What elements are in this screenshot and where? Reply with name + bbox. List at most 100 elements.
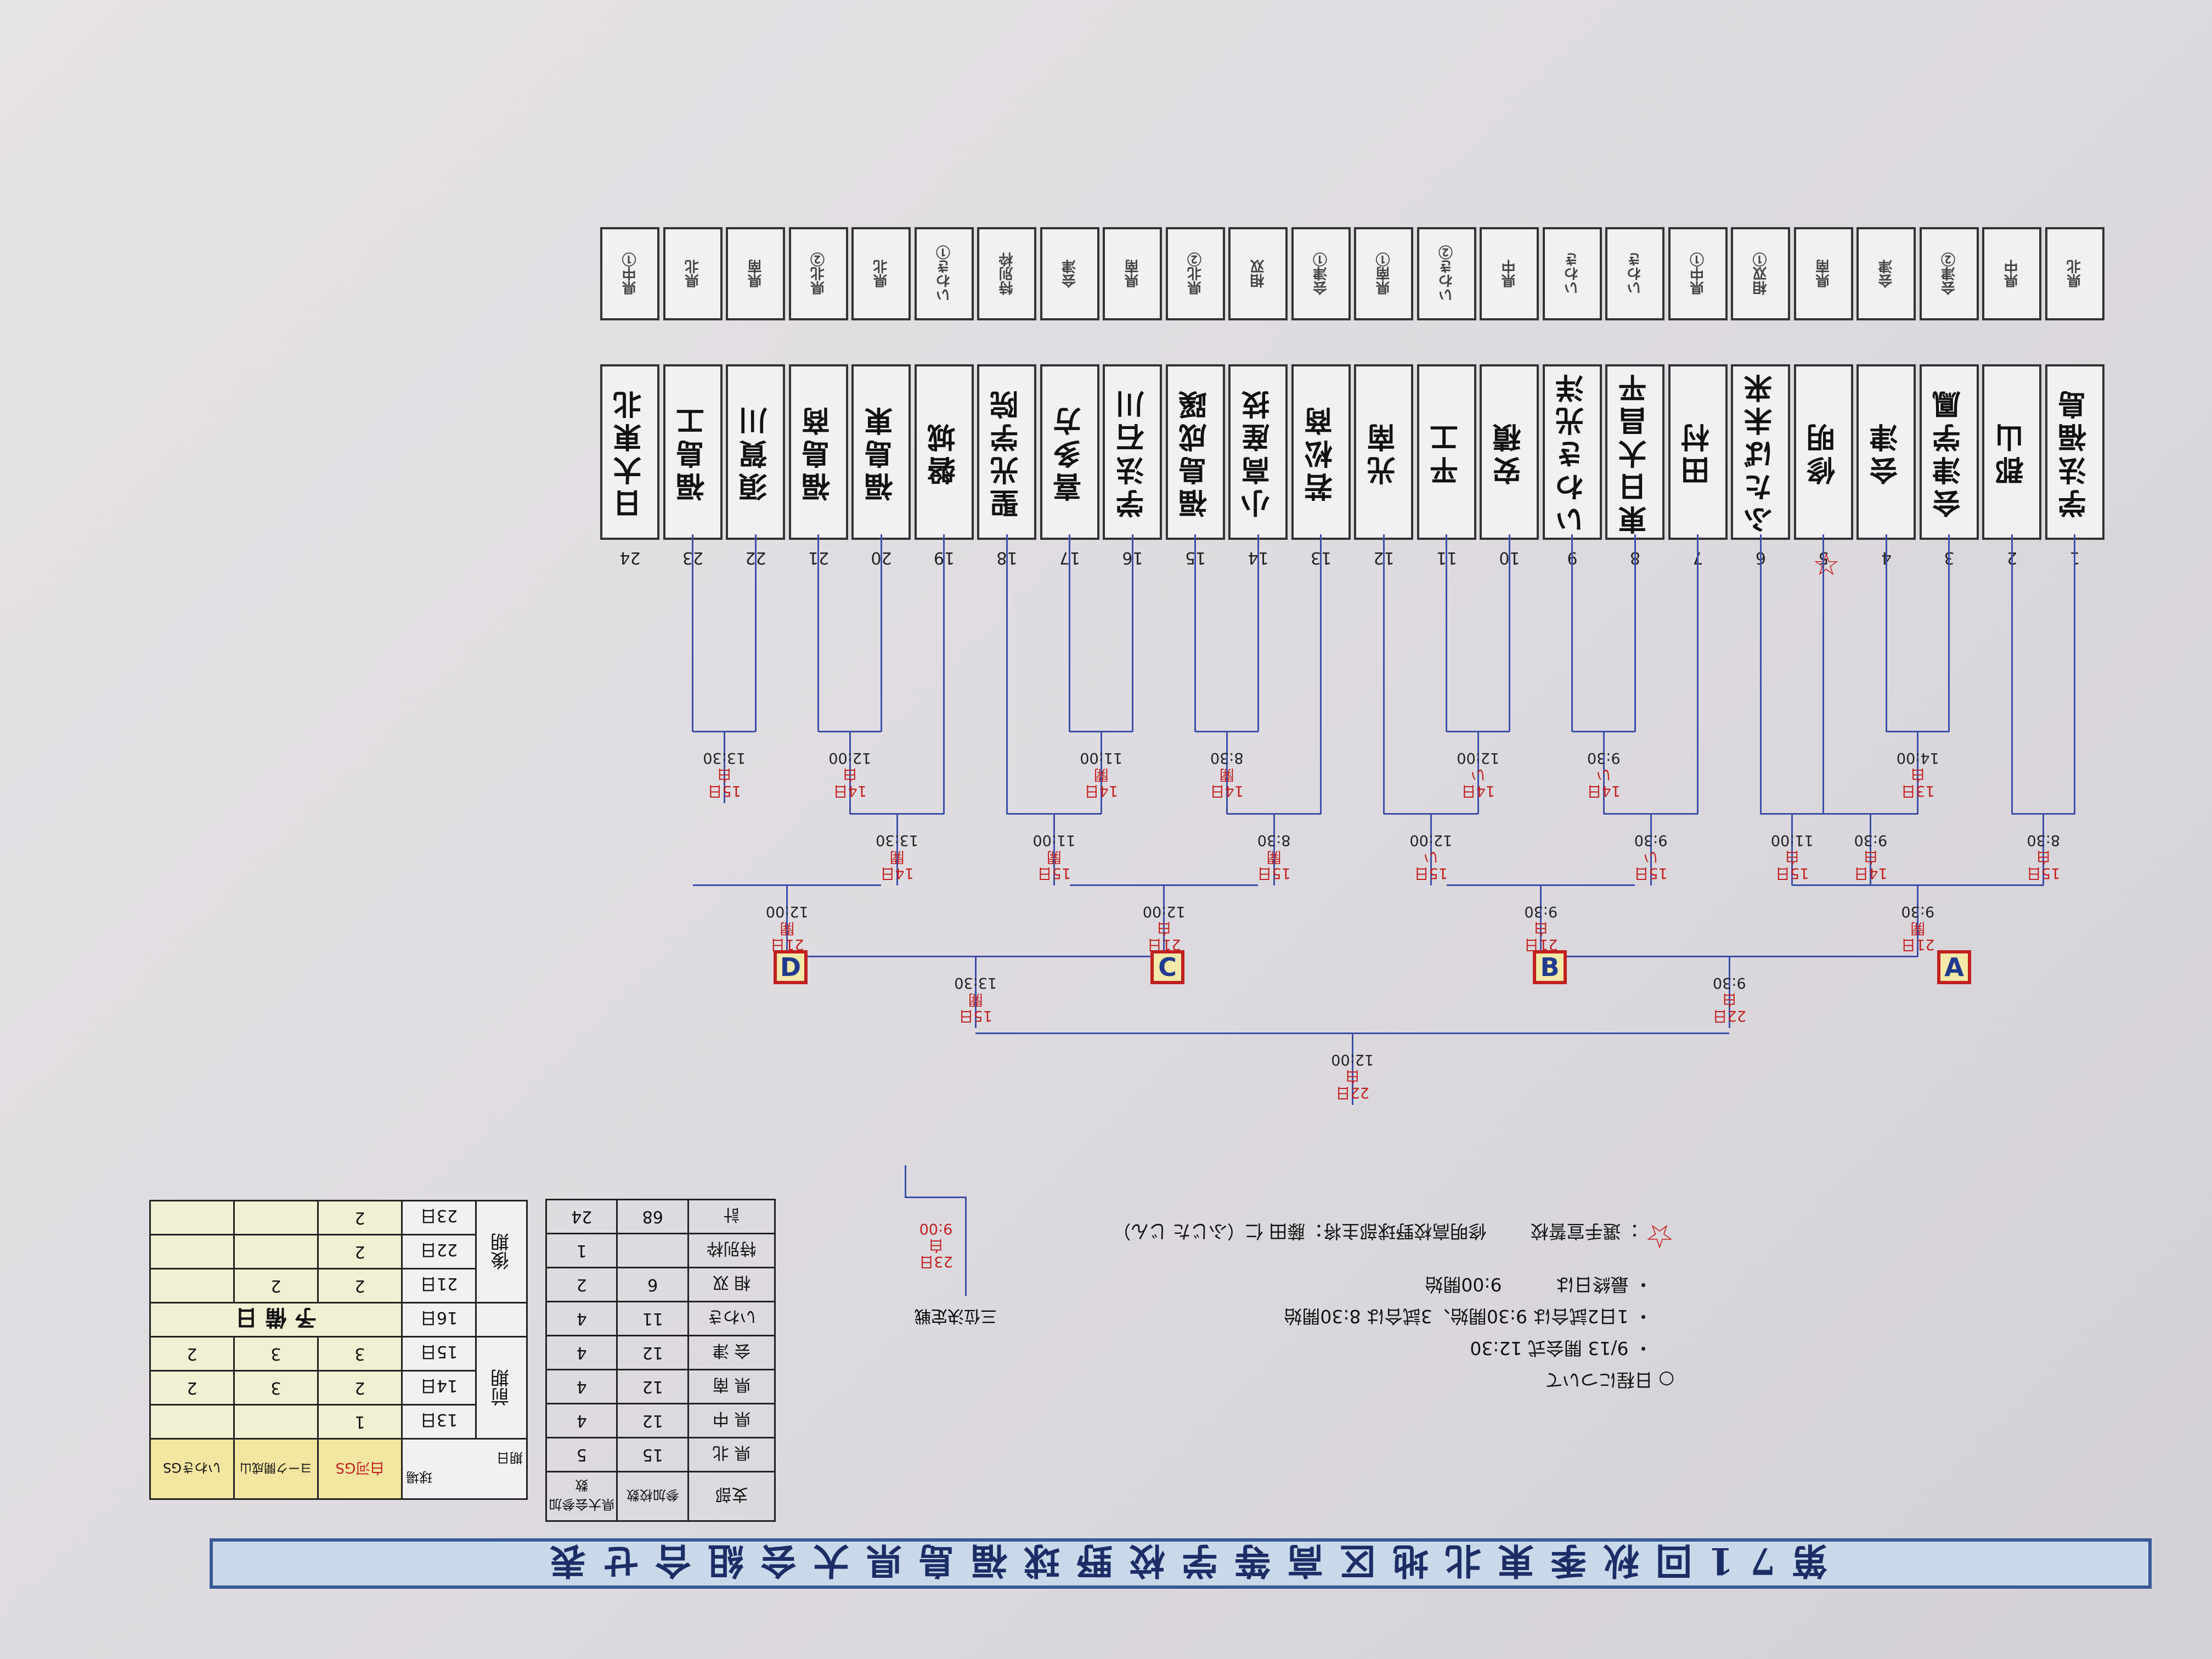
match-date: 15日 bbox=[1634, 865, 1668, 882]
third-place-label: 三位決定戦 bbox=[915, 1306, 997, 1325]
note-item: ・ 9/13 開会式 12:30 bbox=[1470, 1338, 1652, 1359]
match-venue: 開 bbox=[1910, 919, 1926, 936]
th-schools: 参加校数 bbox=[617, 1471, 689, 1521]
team-seed-cell: 県中 bbox=[1480, 227, 1539, 320]
match-time: 9:30 bbox=[1524, 903, 1558, 920]
match-venue: い bbox=[1643, 848, 1658, 865]
match-venue: 白 bbox=[1785, 848, 1800, 865]
notes-heading: ○ 日程について bbox=[1544, 1369, 1674, 1391]
team-name-cell: 若松商 bbox=[1291, 364, 1351, 540]
match-date: 15日 bbox=[1257, 865, 1291, 882]
venue-iwaki: いわきGS bbox=[150, 1438, 234, 1499]
match-venue: 開 bbox=[1046, 848, 1062, 865]
match-time: 9:30 bbox=[1854, 832, 1888, 849]
th-qualifiers: 県大会参加数 bbox=[546, 1471, 617, 1521]
corner-date: 期日 bbox=[496, 1450, 523, 1466]
team-name-cell: 安積 bbox=[1480, 364, 1539, 540]
team-seed-cell: いわき② bbox=[1417, 227, 1476, 320]
match-date: 15日 bbox=[1775, 865, 1809, 882]
match-time: 11:00 bbox=[1080, 749, 1123, 766]
team-seed-cell: いわき bbox=[1543, 227, 1602, 320]
match-venue: い bbox=[1596, 766, 1611, 783]
bracket-line bbox=[1477, 803, 1479, 814]
bracket-line bbox=[1226, 803, 1228, 814]
team-name-cell: 聖光学院 bbox=[977, 364, 1037, 540]
reserve-day: 予 備 日 bbox=[150, 1302, 402, 1337]
match-time: 13:30 bbox=[703, 749, 746, 766]
match-venue: い bbox=[1423, 848, 1438, 865]
match-venue: 白 bbox=[1910, 766, 1926, 783]
note-item: ・ 最終日は 9:00開始 bbox=[1425, 1274, 1652, 1295]
team-name-cell: 平工 bbox=[1417, 364, 1476, 540]
team-seed-cell: 相双 bbox=[1228, 227, 1288, 320]
match-date: 14日 bbox=[1854, 865, 1888, 882]
bracket-line bbox=[1571, 534, 1573, 732]
third-place: 三位決定戦 23日 白 9:00 bbox=[905, 1165, 1000, 1330]
team-name-cell: 郡山 bbox=[1982, 364, 2042, 540]
team-seed-cell: 会津① bbox=[1291, 227, 1351, 320]
bracket-line bbox=[2011, 534, 2013, 814]
bracket-line bbox=[692, 534, 694, 732]
team-seed-cell: 県南 bbox=[726, 227, 786, 320]
team-seed-cell: 相双① bbox=[1731, 227, 1791, 320]
match-time: 14:00 bbox=[1896, 749, 1939, 766]
third-place-time: 9:00 bbox=[919, 1220, 953, 1237]
team-name-cell: 会津 bbox=[1857, 364, 1916, 540]
team-name-cell: 磐城 bbox=[915, 364, 974, 540]
bracket-line bbox=[1697, 534, 1699, 814]
match-venue: 開 bbox=[1266, 848, 1282, 865]
match-date: 14日 bbox=[1210, 782, 1244, 799]
match-time: 12:00 bbox=[1457, 749, 1500, 766]
bracket-line bbox=[1948, 534, 1950, 732]
team-name-cell: 喜多方 bbox=[1040, 364, 1099, 540]
venue-kaiseizan: ヨーク開成山 bbox=[234, 1438, 318, 1499]
team-name-cell: 福島成蹊 bbox=[1166, 364, 1225, 540]
team-seed-cell: 県中① bbox=[600, 227, 660, 320]
match-time: 12:00 bbox=[765, 903, 809, 920]
bracket-line bbox=[1760, 534, 1762, 814]
team-seed-cell: 県北 bbox=[663, 227, 723, 320]
team-name-cell: ふたば未来 bbox=[1731, 364, 1791, 540]
team-seed-cell: 県南 bbox=[1794, 227, 1853, 320]
team-seed-cell: 県北② bbox=[1166, 227, 1225, 320]
match-date: 22日 bbox=[1335, 1084, 1369, 1101]
team-name-cell: いわき光洋 bbox=[1543, 364, 1602, 540]
match-venue: 白 bbox=[1722, 991, 1737, 1008]
venue-shirakawa: 白河GS bbox=[318, 1438, 402, 1499]
team-seed-cell: 会津 bbox=[1857, 227, 1916, 320]
third-place-venue: 白 bbox=[928, 1237, 944, 1254]
tournament-title: 第71回秋季東北地区高等学校野球福島県大会組合せ表 bbox=[210, 1538, 2152, 1589]
match-venue: 開 bbox=[1093, 766, 1109, 783]
match-date: 22日 bbox=[1712, 1007, 1746, 1024]
team-seed-cell: 県北 bbox=[2045, 227, 2104, 320]
team-name-cell: 会津学鳳 bbox=[1920, 364, 1979, 540]
match-time: 12:00 bbox=[828, 749, 872, 766]
team-name-cell: 田村 bbox=[1668, 364, 1728, 540]
match-time: 12:00 bbox=[1142, 903, 1186, 920]
bracket-line bbox=[1383, 534, 1385, 814]
bracket-line bbox=[1132, 534, 1133, 732]
match-venue: 白 bbox=[842, 766, 857, 783]
bracket-line bbox=[1602, 803, 1605, 814]
team-seed-cell: 県中① bbox=[1668, 227, 1728, 320]
match-time: 11:00 bbox=[1032, 832, 1076, 849]
bracket-line bbox=[1822, 534, 1825, 814]
